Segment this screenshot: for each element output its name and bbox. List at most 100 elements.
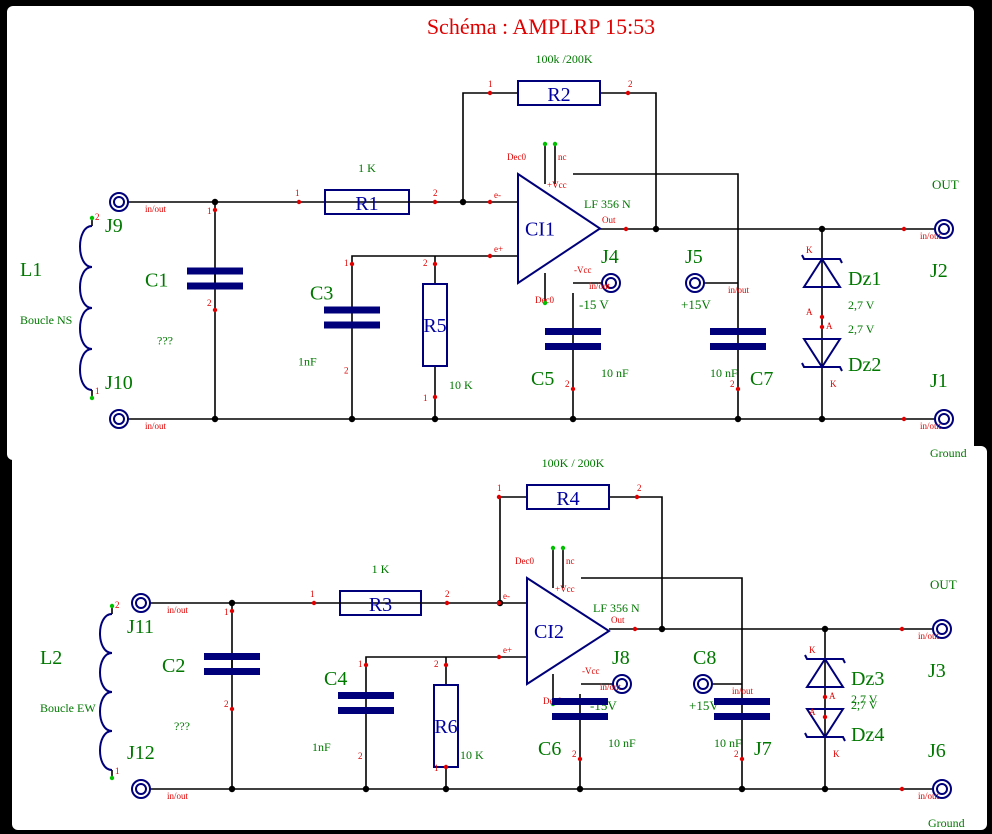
inductor-winding <box>99 613 113 771</box>
resistor-body <box>422 283 448 367</box>
pin-dot <box>899 786 905 792</box>
resistor-body <box>517 80 601 106</box>
pin-dot <box>819 324 825 330</box>
junction-dot <box>228 785 236 793</box>
pin-number: 1 <box>488 79 493 89</box>
resistor-value: 100k /200K <box>536 52 593 66</box>
pin-dot <box>311 600 317 606</box>
jack-ref: J11 <box>127 616 154 638</box>
zener-bar <box>801 362 843 372</box>
jack-ref: C8 <box>693 647 716 669</box>
opamp-pin-label: e+ <box>503 645 512 655</box>
resistor-value: 1 K <box>358 161 376 175</box>
jack-inner-ring <box>936 623 948 635</box>
resistor-value: 1 K <box>372 562 390 576</box>
zener-ref: Dz4 <box>851 724 884 746</box>
junction-dot <box>576 785 584 793</box>
pin-number: 2 <box>730 379 735 389</box>
pin-dot <box>432 261 438 267</box>
opamp <box>526 576 611 686</box>
opamp-pin-label: Dec0 <box>515 556 534 566</box>
jack-io-label: in/out <box>918 631 940 641</box>
jack-outer-ring <box>934 219 954 239</box>
pin-number: 2 <box>344 366 349 376</box>
jack-in <box>131 593 151 613</box>
capacitor-plate <box>552 713 608 720</box>
pin-number: 2 <box>207 298 212 308</box>
resistor-fill <box>519 82 599 104</box>
pin-dot <box>560 545 566 551</box>
ground-label: Ground <box>928 816 965 830</box>
jack-ref: J4 <box>601 246 619 268</box>
capacitor-value: ??? <box>174 719 190 733</box>
jack-output <box>934 219 954 239</box>
capacitor-value: ??? <box>157 334 173 348</box>
jack-outer-ring <box>131 593 151 613</box>
jack-io-label: in/out <box>167 791 189 801</box>
jack-pos-supply <box>693 674 713 694</box>
opamp <box>517 172 602 285</box>
pin-number: 1 <box>344 258 349 268</box>
inductor-coil <box>79 225 93 391</box>
pin-number: 1 <box>423 393 428 403</box>
pin-number: 1 <box>310 589 315 599</box>
pin-number: 2 <box>637 483 642 493</box>
junction-dot <box>821 625 829 633</box>
pin-number: 1 <box>207 206 212 216</box>
pin-dot <box>496 654 502 660</box>
zener-bar <box>801 254 843 264</box>
pin-dot <box>487 253 493 259</box>
junction-dot <box>818 225 826 233</box>
pin-number: 2 <box>433 188 438 198</box>
jack-ref: J1 <box>930 370 948 392</box>
capacitor-bias <box>338 692 394 714</box>
capacitor-plate <box>545 328 601 335</box>
capacitor-plate <box>324 306 380 314</box>
jack-ref: J9 <box>105 215 123 237</box>
pin-dot <box>296 199 302 205</box>
supply-voltage: +15V <box>681 297 711 312</box>
jack-inner-ring <box>938 223 950 235</box>
pin-number: 1 <box>434 763 439 773</box>
jack-io-label: in/out <box>920 421 942 431</box>
pin-number: 1 <box>497 483 502 493</box>
pin-dot <box>542 141 548 147</box>
resistor-ref: R2 <box>547 84 570 106</box>
zener-triangle <box>805 657 845 688</box>
capacitor-plate <box>338 692 394 699</box>
pin-number: 2 <box>434 659 439 669</box>
jack-io-label: in/out <box>145 421 167 431</box>
pin-number: 1 <box>224 607 229 617</box>
jack-io-label: in/out <box>732 686 754 696</box>
junction-dot <box>569 415 577 423</box>
jack-ground-in <box>131 779 151 799</box>
pin-dot <box>632 626 638 632</box>
jack-pos-supply <box>685 273 705 293</box>
junction-dot <box>431 415 439 423</box>
zener-value: 2,7 V <box>848 298 875 312</box>
pin-dot <box>444 600 450 606</box>
pin-dot <box>739 756 745 762</box>
pin-number: 1 <box>115 766 120 776</box>
pin-dot <box>109 603 115 609</box>
resistor-ref: R6 <box>434 716 457 738</box>
resistor-ref: R1 <box>355 193 378 215</box>
pin-dot <box>901 226 907 232</box>
zener-triangle <box>802 257 842 288</box>
capacitor-value: 10 nF <box>601 366 629 380</box>
capacitor-plate <box>714 698 770 705</box>
capacitor-plate <box>552 698 608 705</box>
jack-outer-ring <box>109 409 129 429</box>
pin-number: 2 <box>423 258 428 268</box>
pin-dot <box>735 386 741 392</box>
jack-inner-ring <box>697 678 709 690</box>
capacitor-plate <box>187 282 243 290</box>
pin-dot <box>349 261 355 267</box>
pin-dot <box>822 694 828 700</box>
zener-ref: Dz1 <box>848 268 881 290</box>
zener-pin-label: A <box>809 707 816 717</box>
resistor-ref: R3 <box>369 594 392 616</box>
zener-pin-label: A <box>826 321 833 331</box>
pin-dot <box>552 141 558 147</box>
